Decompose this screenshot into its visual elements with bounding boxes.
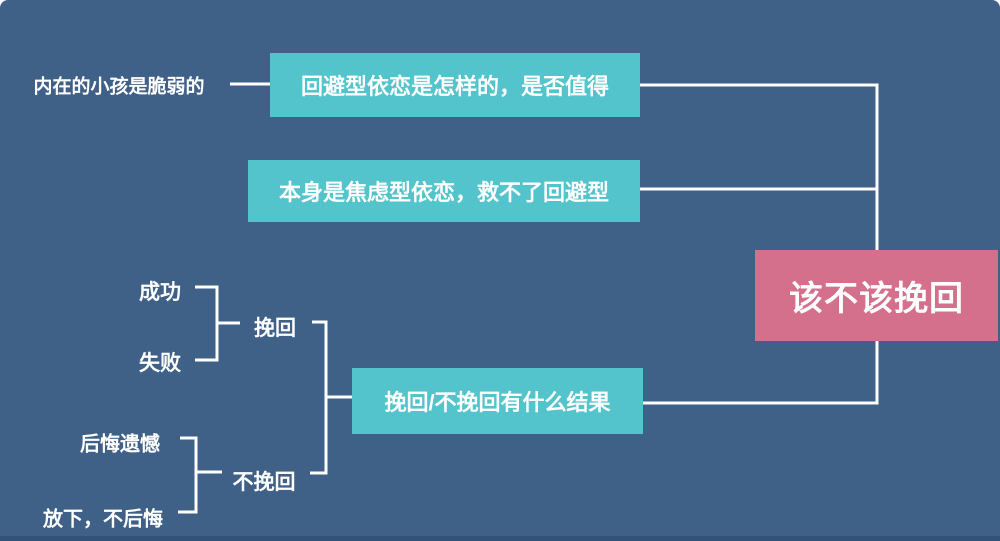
root-node-label: 该不该挽回 <box>789 280 964 318</box>
node-success[interactable]: 成功 <box>139 281 181 304</box>
node-win-back[interactable]: 挽回 <box>254 317 296 340</box>
connector-success-failure-bracket <box>195 285 240 362</box>
topic-node-outcomes[interactable]: 挽回/不挽回有什么结果 <box>352 368 643 434</box>
topic-node-anxious-attachment[interactable]: 本身是焦虑型依恋，救不了回避型 <box>248 160 640 222</box>
root-node-should-win-back[interactable]: 该不该挽回 <box>755 250 998 341</box>
node-let-go[interactable]: 放下，不后悔 <box>43 508 163 531</box>
bottom-edge-bar <box>0 536 1000 541</box>
topic-node-label: 回避型依恋是怎样的，是否值得 <box>300 74 609 99</box>
connector-winback-bracket <box>310 320 352 475</box>
topic-node-label: 挽回/不挽回有什么结果 <box>384 390 611 415</box>
node-not-win-back[interactable]: 不挽回 <box>232 471 296 494</box>
node-failure[interactable]: 失败 <box>139 352 181 375</box>
topic-node-avoidant-attachment[interactable]: 回避型依恋是怎样的，是否值得 <box>270 53 640 117</box>
node-regret[interactable]: 后悔遗憾 <box>80 433 160 456</box>
connector-trunk <box>640 83 879 405</box>
topic-node-label: 本身是焦虑型依恋，救不了回避型 <box>278 180 609 205</box>
node-inner-child[interactable]: 内在的小孩是脆弱的 <box>33 76 205 98</box>
connector-regret-bracket <box>178 436 222 514</box>
